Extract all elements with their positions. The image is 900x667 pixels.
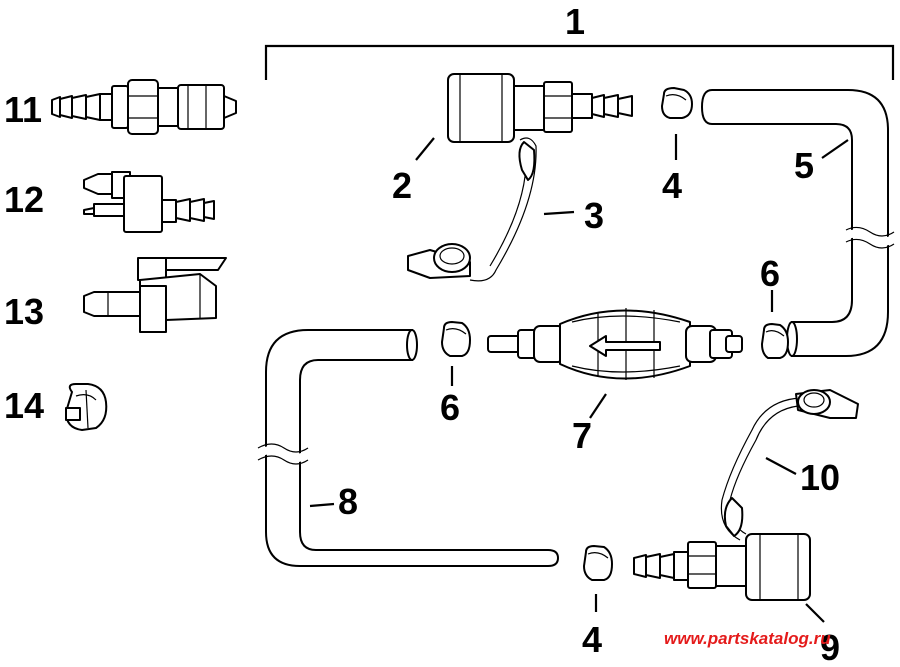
leader-5 xyxy=(821,139,849,159)
fitting-11-icon xyxy=(51,79,237,135)
label-5: 5 xyxy=(794,145,814,186)
cap-tether-icon xyxy=(407,137,537,282)
label-4-top: 4 xyxy=(662,165,682,206)
label-9: 9 xyxy=(820,627,840,667)
fitting-13-icon xyxy=(83,257,227,333)
label-1: 1 xyxy=(565,1,585,42)
clamp-left-icon xyxy=(441,321,471,357)
leader-3 xyxy=(543,210,575,216)
label-14: 14 xyxy=(4,385,44,426)
fitting-12-icon xyxy=(83,171,215,233)
label-10: 10 xyxy=(800,457,840,498)
label-6-right: 6 xyxy=(760,253,780,294)
leader-2 xyxy=(415,137,435,161)
label-11: 11 xyxy=(4,89,42,130)
label-13: 13 xyxy=(4,291,44,332)
label-7: 7 xyxy=(572,415,592,456)
label-2: 2 xyxy=(392,165,412,206)
cap-bottom-icon xyxy=(720,389,859,541)
label-3: 3 xyxy=(584,195,604,236)
clip-14-icon xyxy=(65,383,108,431)
watermark-text: www.partskatalog.ru xyxy=(664,629,831,648)
label-12: 12 xyxy=(4,179,44,220)
leader-10 xyxy=(765,457,797,475)
connector-female-icon xyxy=(447,73,633,143)
clamp-top-icon xyxy=(661,87,693,119)
clamp-right-icon xyxy=(761,323,789,359)
leader-7 xyxy=(589,393,607,419)
label-4-bottom: 4 xyxy=(582,619,602,660)
connector-bottom-icon xyxy=(633,533,811,601)
label-6-left: 6 xyxy=(440,387,460,428)
primer-bulb-icon xyxy=(487,308,743,380)
leader-9 xyxy=(805,603,825,623)
hose-left-icon xyxy=(256,329,560,567)
clamp-bottom-icon xyxy=(583,545,613,581)
hose-right-icon xyxy=(700,89,897,357)
label-8: 8 xyxy=(338,481,358,522)
kit-bracket xyxy=(264,44,895,80)
leader-8 xyxy=(309,502,335,508)
